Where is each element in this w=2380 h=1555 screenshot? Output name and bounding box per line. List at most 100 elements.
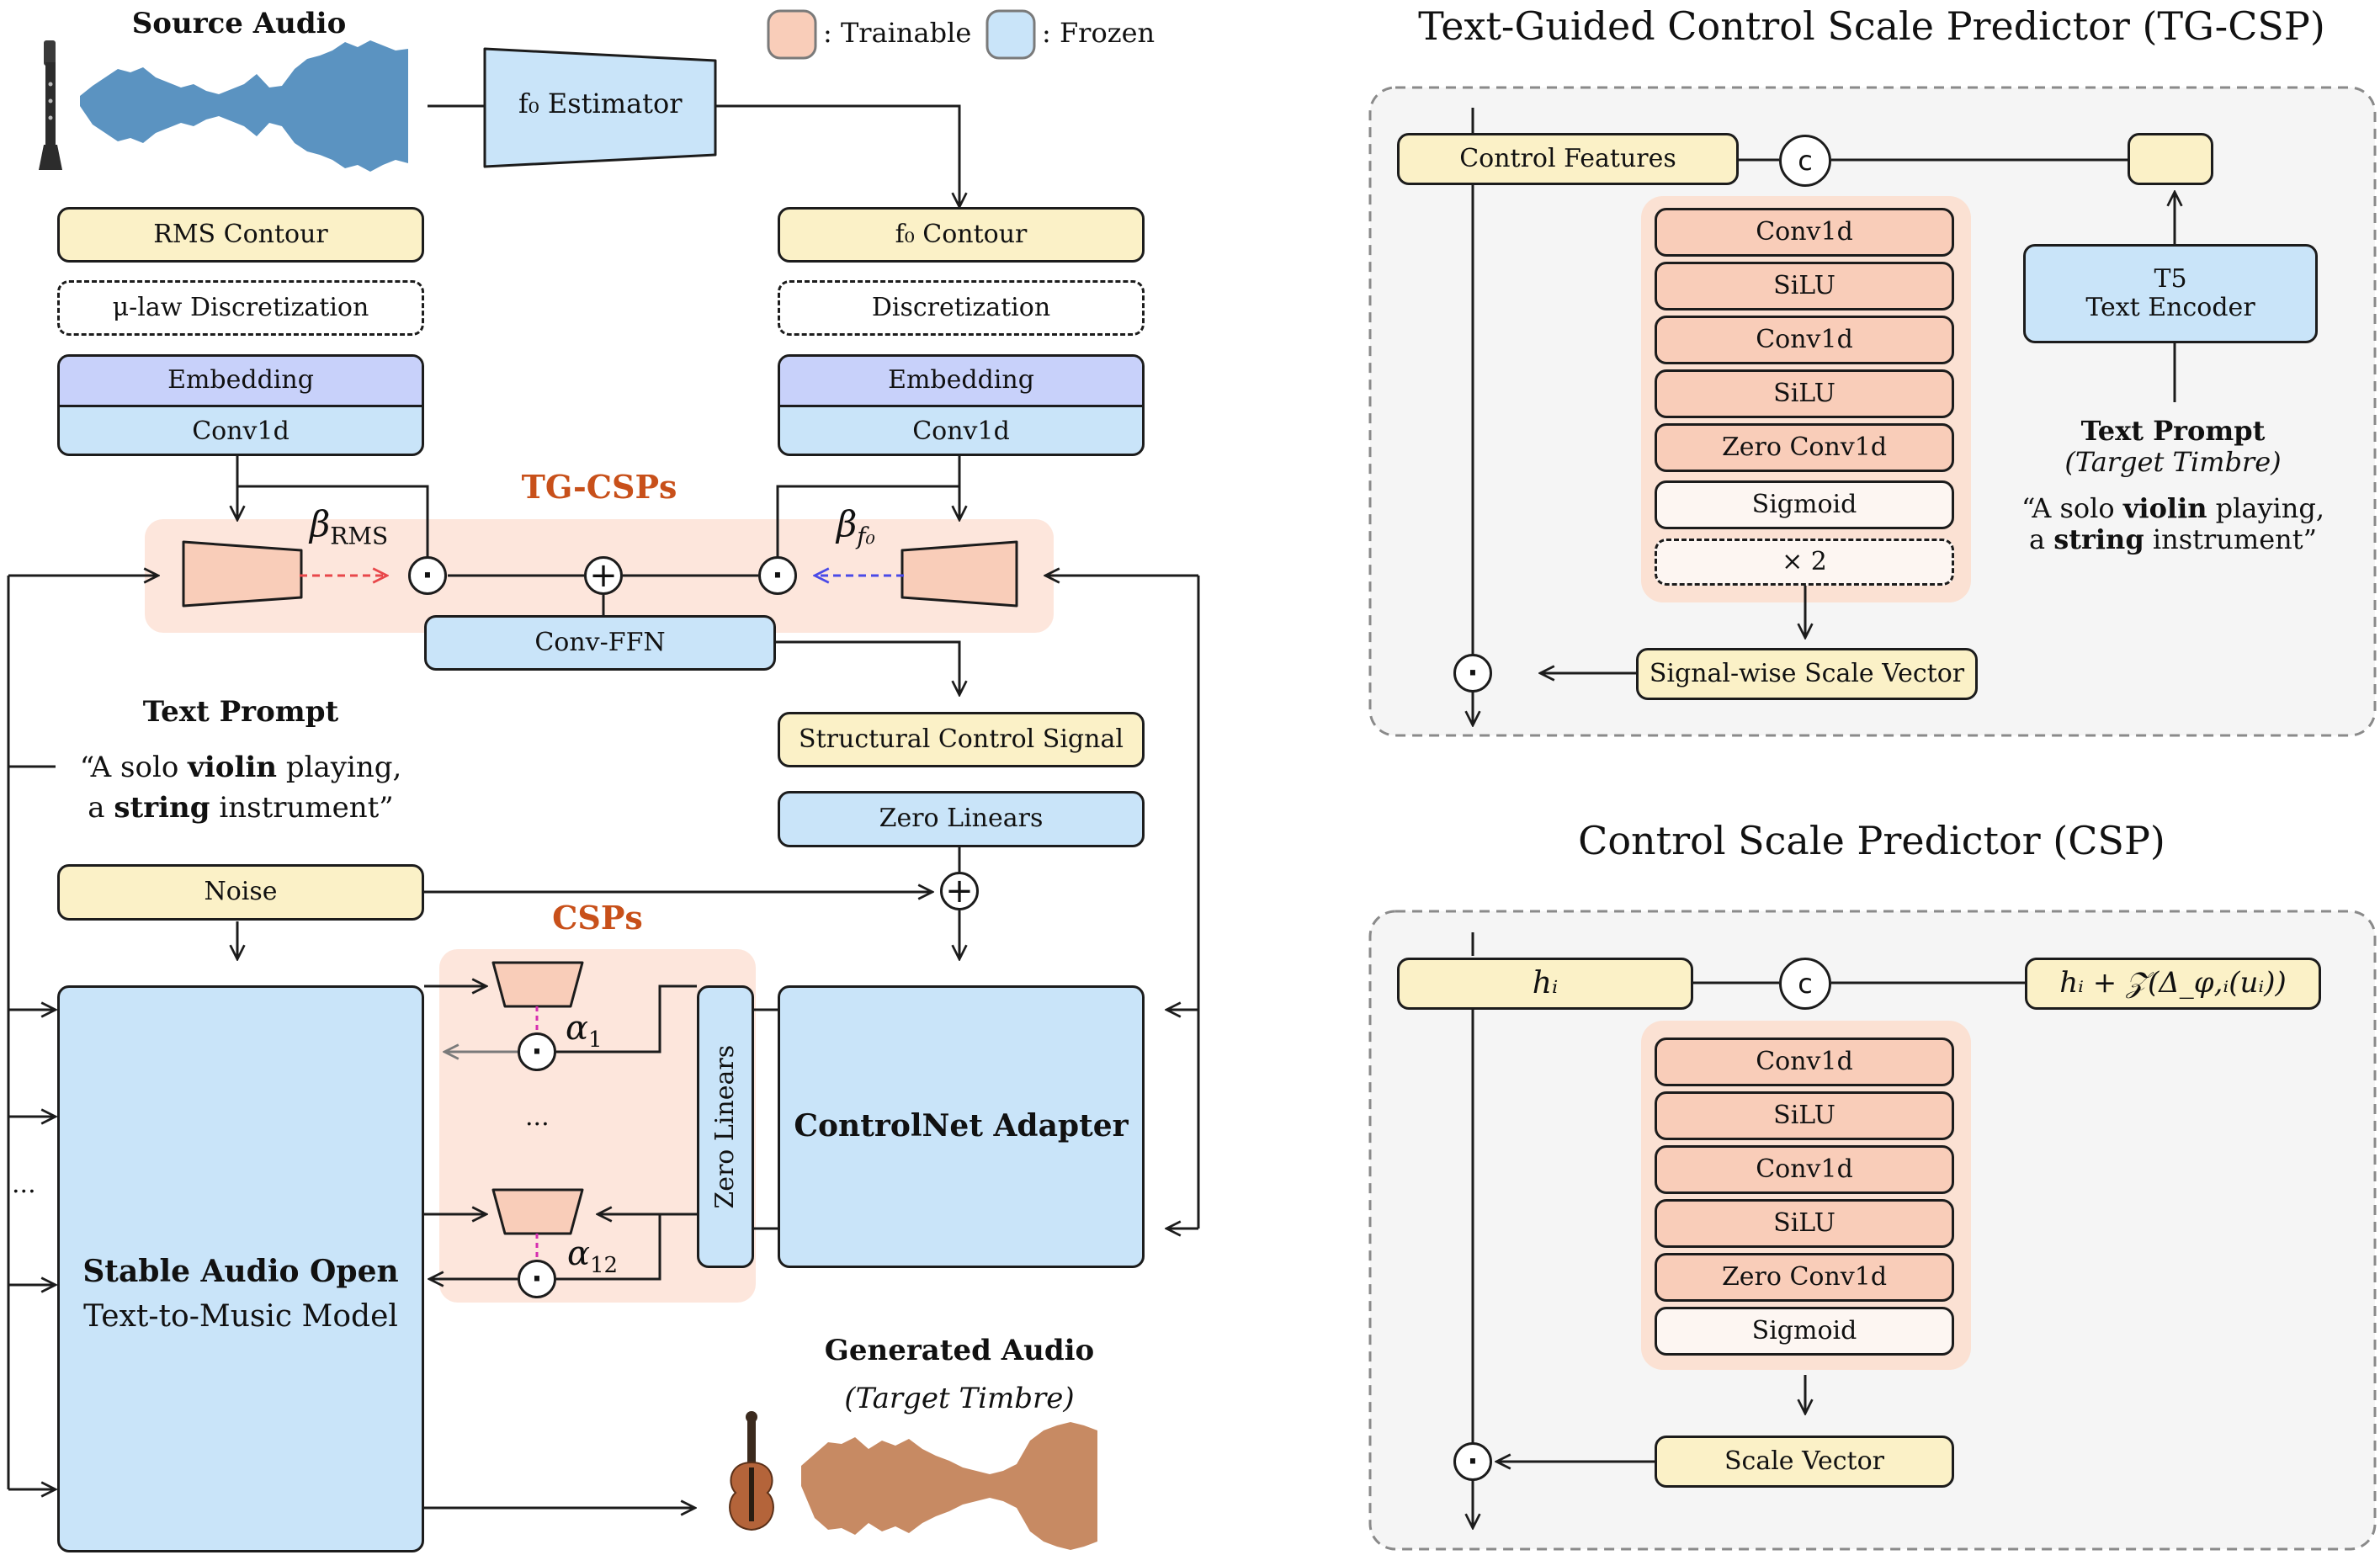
tgcsp-text-prompt-title: Text Prompt (2080, 415, 2266, 447)
csps-label: CSPs (552, 899, 643, 937)
source-audio-label: Source Audio (131, 7, 347, 40)
tgcsp-target-timbre: (Target Timbre) (2064, 446, 2282, 478)
csp-ellipsis: ... (525, 1102, 550, 1132)
csp-concat-node: c (1779, 958, 1831, 1010)
scale-vector-box: Scale Vector (1655, 1436, 1954, 1488)
tgcsp-control-features-box: Control Features (1397, 133, 1739, 185)
noise-label: Noise (204, 877, 278, 907)
tgcsp-layer-1: Conv1d (1655, 208, 1954, 257)
text-prompt-line1: “A solo violin playing, (79, 751, 402, 784)
beta-rms-label: βRMS (310, 503, 389, 550)
text-prompt-title: Text Prompt (142, 695, 339, 729)
tgcsp-layer-2: SiLU (1655, 262, 1954, 310)
controlnet-adapter-label: ControlNet Adapter (794, 1108, 1129, 1144)
noise-box: Noise (57, 864, 424, 921)
tgcsp-layer-6: Sigmoid (1655, 480, 1954, 529)
csp-layer-2: SiLU (1655, 1091, 1954, 1140)
conv-ffn-box: Conv-FFN (424, 615, 776, 671)
left-bus-ellipsis: ... (12, 1170, 36, 1199)
tgcsp-control-features-label: Control Features (1459, 143, 1676, 173)
f0-estimator-label: f₀ Estimator (518, 88, 683, 119)
csp-layer-6: Sigmoid (1655, 1307, 1954, 1356)
csp-layer-1: Conv1d (1655, 1038, 1954, 1086)
rms-contour-label: RMS Contour (153, 219, 328, 249)
generated-audio-label: Generated Audio (824, 1334, 1095, 1367)
tg-csp-rms-shape (182, 540, 303, 608)
generated-target-timbre: (Target Timbre) (844, 1382, 1075, 1415)
csp-layer-5: Zero Conv1d (1655, 1253, 1954, 1302)
csp-layer-3: Conv1d (1655, 1145, 1954, 1194)
f0-embedding-label: Embedding (888, 365, 1034, 395)
discretization-box: Discretization (778, 280, 1145, 336)
noise-sum-node: + (940, 872, 979, 910)
legend-frozen-label: : Frozen (1042, 17, 1155, 49)
controlnet-adapter-box: ControlNet Adapter (778, 985, 1145, 1268)
f0-contour-label: f₀ Contour (895, 219, 1028, 249)
violin-icon (729, 1411, 774, 1531)
f0-conv1d-row: Conv1d (780, 407, 1142, 456)
tgcsp-output-box (2128, 133, 2213, 185)
sao-title: Stable Audio Open (82, 1253, 399, 1289)
zero-linears-vertical-label: Zero Linears (709, 1044, 740, 1209)
tgcsp-layer-4: SiLU (1655, 369, 1954, 418)
t5-label: T5 (2154, 263, 2187, 294)
f0-embedding-conv-box: Embedding Conv1d (778, 354, 1145, 456)
structural-control-label: Structural Control Signal (799, 724, 1124, 754)
tg-sum-node: + (584, 556, 623, 595)
alpha12-label: α12 (567, 1234, 619, 1278)
structural-control-box: Structural Control Signal (778, 712, 1145, 767)
rms-conv1d-label: Conv1d (192, 416, 290, 446)
alpha1-label: α1 (566, 1009, 603, 1053)
tg-csp-f0-shape (900, 540, 1018, 608)
rms-multiply-node: · (408, 556, 447, 595)
rms-embedding-row: Embedding (60, 357, 422, 407)
f0-contour-box: f₀ Contour (778, 207, 1145, 263)
csp-12-shape (491, 1188, 584, 1235)
rms-embedding-label: Embedding (167, 365, 314, 395)
legend-trainable-swatch (767, 9, 817, 60)
mu-law-box: μ-law Discretization (57, 280, 424, 336)
rms-conv1d-row: Conv1d (60, 407, 422, 456)
tg-csps-label: TG-CSPs (521, 468, 677, 506)
zero-linears-label: Zero Linears (879, 804, 1044, 834)
t5-encoder-box: T5 Text Encoder (2023, 244, 2318, 343)
f0-conv1d-label: Conv1d (912, 416, 1010, 446)
csp-multiply-node: · (1453, 1442, 1492, 1481)
f0-embedding-row: Embedding (780, 357, 1142, 407)
tgcsp-prompt-line1: “A solo violin playing, (2021, 492, 2325, 524)
csp-expr-label: hᵢ + 𝒵(Δ_φ,ᵢ(uᵢ)) (2059, 966, 2287, 1000)
scale-vector-label: Scale Vector (1724, 1446, 1885, 1476)
zero-linears-box: Zero Linears (778, 791, 1145, 847)
alpha12-multiply-node: · (518, 1260, 556, 1298)
zero-linears-vertical-box: Zero Linears (697, 985, 754, 1268)
legend-frozen-swatch (985, 9, 1036, 60)
mu-law-label: μ-law Discretization (112, 292, 369, 322)
beta-f0-label: βf₀ (837, 503, 875, 550)
text-encoder-label: Text Encoder (2085, 293, 2255, 322)
clarinet-icon (39, 40, 62, 170)
legend-trainable-label: : Trainable (823, 17, 972, 49)
csp-h-label: hᵢ (1532, 966, 1559, 1001)
rms-contour-box: RMS Contour (57, 207, 424, 263)
csp-1-shape (491, 961, 584, 1008)
tgcsp-title: Text-Guided Control Scale Predictor (TG-… (1418, 3, 2325, 49)
f0-multiply-node: · (758, 556, 797, 595)
tgcsp-concat-node: c (1779, 135, 1831, 187)
f0-estimator-shape (483, 47, 717, 168)
signal-wise-scale-vector-box: Signal-wise Scale Vector (1636, 648, 1978, 700)
tgcsp-layer-5: Zero Conv1d (1655, 423, 1954, 472)
tgcsp-layer-3: Conv1d (1655, 316, 1954, 364)
connectors (7, 104, 2175, 1528)
generated-waveform (801, 1422, 1097, 1550)
source-waveform (80, 40, 408, 172)
csp-title: Control Scale Predictor (CSP) (1578, 818, 2165, 863)
conv-ffn-label: Conv-FFN (534, 627, 666, 657)
tgcsp-multiply-node: · (1453, 654, 1492, 693)
alpha1-multiply-node: · (518, 1032, 556, 1071)
csp-expr-box: hᵢ + 𝒵(Δ_φ,ᵢ(uᵢ)) (2025, 958, 2321, 1010)
tgcsp-repeat-box: × 2 (1655, 539, 1954, 586)
sao-subtitle: Text-to-Music Model (83, 1299, 398, 1334)
csp-layer-4: SiLU (1655, 1199, 1954, 1248)
discretization-label: Discretization (871, 292, 1051, 322)
